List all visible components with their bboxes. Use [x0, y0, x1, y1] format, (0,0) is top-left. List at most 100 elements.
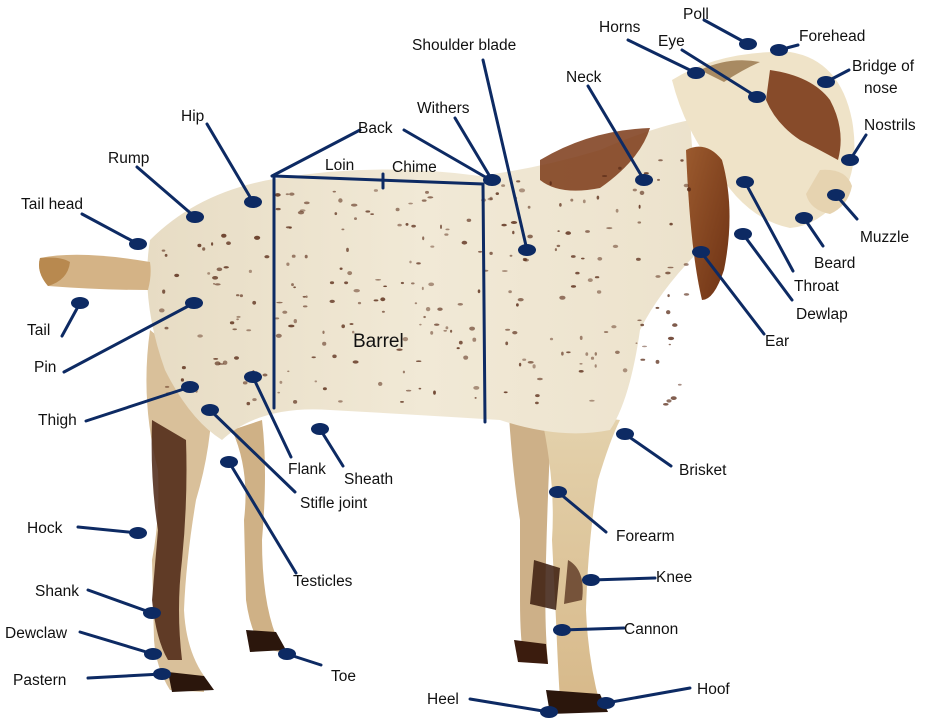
- marker-withers: [483, 174, 501, 186]
- marker-forearm: [549, 486, 567, 498]
- leader-tailhead: [82, 214, 138, 244]
- coat-spot: [528, 206, 531, 209]
- coat-spot: [570, 199, 573, 202]
- coat-spot: [589, 400, 595, 402]
- label-tail-head: Tail head: [21, 196, 83, 213]
- coat-spot: [555, 248, 557, 251]
- coat-spot: [671, 396, 677, 400]
- coat-spot: [516, 303, 519, 306]
- coat-spot: [639, 205, 641, 209]
- coat-spot: [680, 159, 683, 161]
- coat-spot: [669, 223, 672, 226]
- coat-spot: [211, 242, 213, 245]
- coat-spot: [293, 400, 297, 404]
- coat-spot: [640, 324, 644, 326]
- marker-dewlap: [734, 228, 752, 240]
- coat-spot: [374, 299, 379, 301]
- marker-shoulder: [518, 244, 536, 256]
- coat-spot: [263, 374, 268, 377]
- coat-spot: [501, 224, 506, 227]
- coat-spot: [512, 231, 514, 235]
- coat-spot: [665, 272, 671, 275]
- coat-spot: [276, 208, 281, 210]
- marker-tailhead: [129, 238, 147, 250]
- label-nostrils: Nostrils: [864, 117, 916, 134]
- coat-spot: [226, 241, 231, 245]
- coat-spot: [422, 199, 427, 201]
- coat-spot: [351, 204, 357, 207]
- coat-spot: [611, 325, 616, 328]
- coat-spot: [236, 316, 240, 318]
- coat-spot: [523, 258, 527, 261]
- coat-spot: [397, 224, 401, 227]
- label-neck: Neck: [566, 69, 602, 86]
- coat-spot: [434, 324, 439, 326]
- coat-spot: [467, 219, 472, 222]
- coat-spot: [684, 184, 689, 188]
- coat-spot: [583, 200, 586, 204]
- label-muzzle: Muzzle: [860, 229, 909, 246]
- marker-forehead: [770, 44, 788, 56]
- coat-spot: [383, 286, 387, 288]
- coat-spot: [597, 290, 601, 293]
- coat-spot: [636, 258, 641, 261]
- label-rump: Rump: [108, 150, 149, 167]
- marker-throat: [736, 176, 754, 188]
- coat-spot: [409, 261, 411, 264]
- marker-toe: [278, 648, 296, 660]
- coat-spot: [335, 212, 338, 215]
- coat-spot: [668, 337, 674, 340]
- coat-spot: [354, 289, 360, 292]
- coat-spot: [663, 403, 669, 406]
- label-shoulder-blade: Shoulder blade: [412, 37, 516, 54]
- coat-spot: [463, 356, 468, 360]
- coat-spot: [419, 388, 422, 390]
- coat-spot: [415, 302, 417, 304]
- marker-eye: [748, 91, 766, 103]
- marker-rump: [186, 211, 204, 223]
- marker-horns: [687, 67, 705, 79]
- coat-spot: [459, 341, 463, 345]
- coat-spot: [478, 251, 482, 253]
- coat-spot: [437, 308, 442, 311]
- coat-spot: [411, 225, 416, 228]
- coat-spot: [656, 307, 660, 309]
- coat-spot: [508, 290, 512, 293]
- coat-spot: [358, 302, 361, 304]
- coat-spot: [444, 233, 448, 235]
- label-bridge-of-nose: Bridge of nose: [852, 58, 918, 97]
- coat-spot: [565, 231, 571, 235]
- leader-dewlap: [743, 234, 792, 300]
- coat-spot: [478, 289, 481, 293]
- coat-spot: [597, 196, 600, 200]
- coat-spot: [252, 301, 256, 305]
- coat-spot: [374, 189, 378, 192]
- coat-spot: [396, 208, 400, 212]
- coat-spot: [533, 364, 536, 368]
- coat-spot: [298, 211, 304, 215]
- coat-spot: [182, 366, 186, 369]
- label-loin: Loin: [325, 157, 354, 174]
- coat-spot: [535, 402, 539, 405]
- coat-spot: [280, 381, 283, 384]
- marker-sheath: [311, 423, 329, 435]
- coat-spot: [604, 331, 608, 333]
- coat-spot: [443, 330, 447, 332]
- coat-spot: [472, 338, 476, 342]
- label-hoof: Hoof: [697, 681, 730, 698]
- label-shank: Shank: [35, 583, 79, 600]
- label-forearm: Forearm: [616, 528, 675, 545]
- label-withers: Withers: [417, 100, 470, 117]
- coat-spot: [512, 331, 517, 334]
- label-flank: Flank: [288, 461, 326, 478]
- marker-flank: [244, 371, 262, 383]
- coat-spot: [323, 387, 327, 390]
- coat-spot: [215, 361, 221, 365]
- front-leg-far: [508, 400, 552, 664]
- coat-spot: [428, 283, 434, 287]
- label-pastern: Pastern: [13, 672, 66, 689]
- coat-spot: [181, 378, 184, 381]
- label-brisket: Brisket: [679, 462, 727, 479]
- coat-spot: [315, 380, 318, 382]
